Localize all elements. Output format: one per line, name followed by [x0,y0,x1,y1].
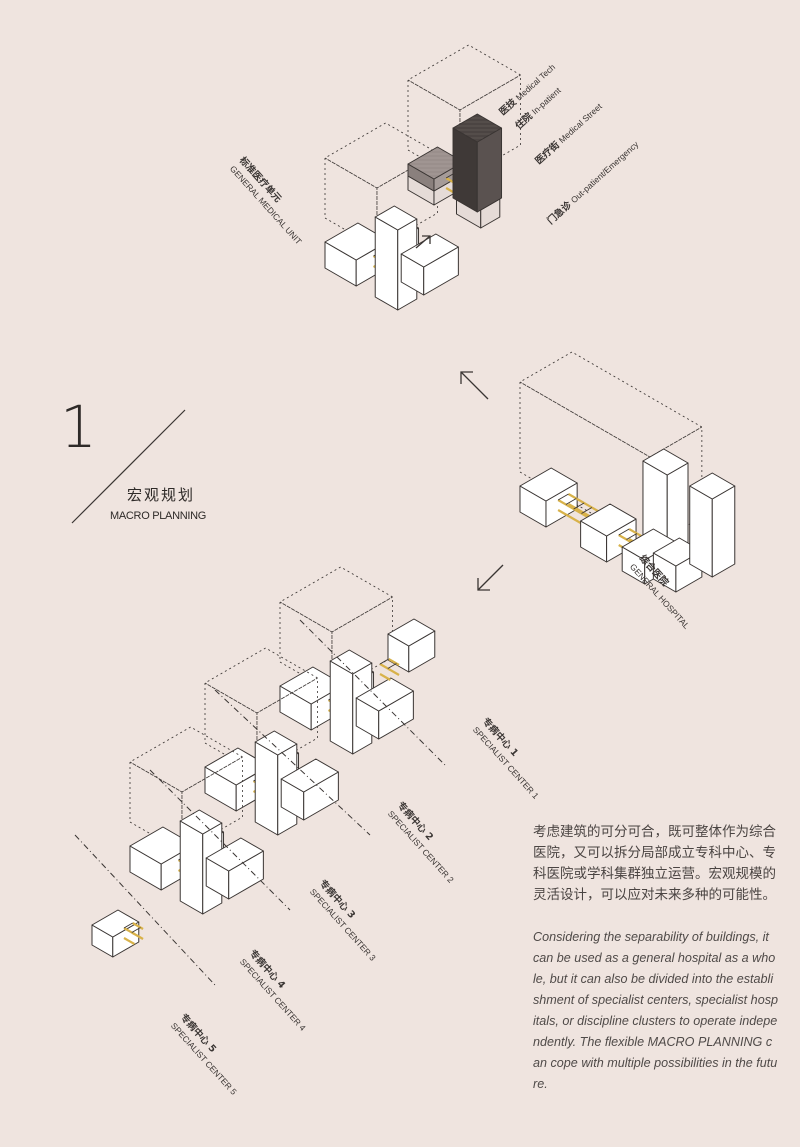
podium-block [280,758,339,821]
section-title-en: MACRO PLANNING [110,510,207,522]
section-title-zh: 宏观规划 [127,486,196,504]
specialist-center-3 [129,726,264,915]
arrow-icon [415,235,431,249]
dashed-envelope [204,647,318,774]
outpatient-block [324,222,390,287]
podium-block [355,677,414,740]
general-hospital [519,351,736,593]
description-en: Considering the separability of building… [533,930,778,1091]
split-line [74,834,216,986]
arrow-icon [460,371,489,400]
outpatient-block [519,467,578,528]
section-number: 1 [60,393,97,461]
med-tech-block [452,113,503,213]
exploded-unit [407,44,521,229]
description-zh: 考虑建筑的可分可合，既可整体作为综合医院，又可以拆分局部成立专科中心、专科医院或… [533,824,776,903]
dashed-envelope [279,566,393,693]
podium-block [205,837,264,900]
podium-block [400,233,459,296]
arrow-icon [477,564,504,591]
dashed-envelope [129,726,243,853]
section-divider [71,409,186,524]
dashed-envelope [324,122,438,249]
corridor-bridge [123,922,144,945]
specialist-center-2 [204,647,339,836]
general-medical-unit [324,122,459,311]
specialist-center-1 [279,566,414,755]
split-line [214,689,371,836]
satellite-blocks [91,618,436,958]
split-line [299,619,446,766]
corridor-bridge [379,658,400,681]
tower-block [689,472,736,578]
